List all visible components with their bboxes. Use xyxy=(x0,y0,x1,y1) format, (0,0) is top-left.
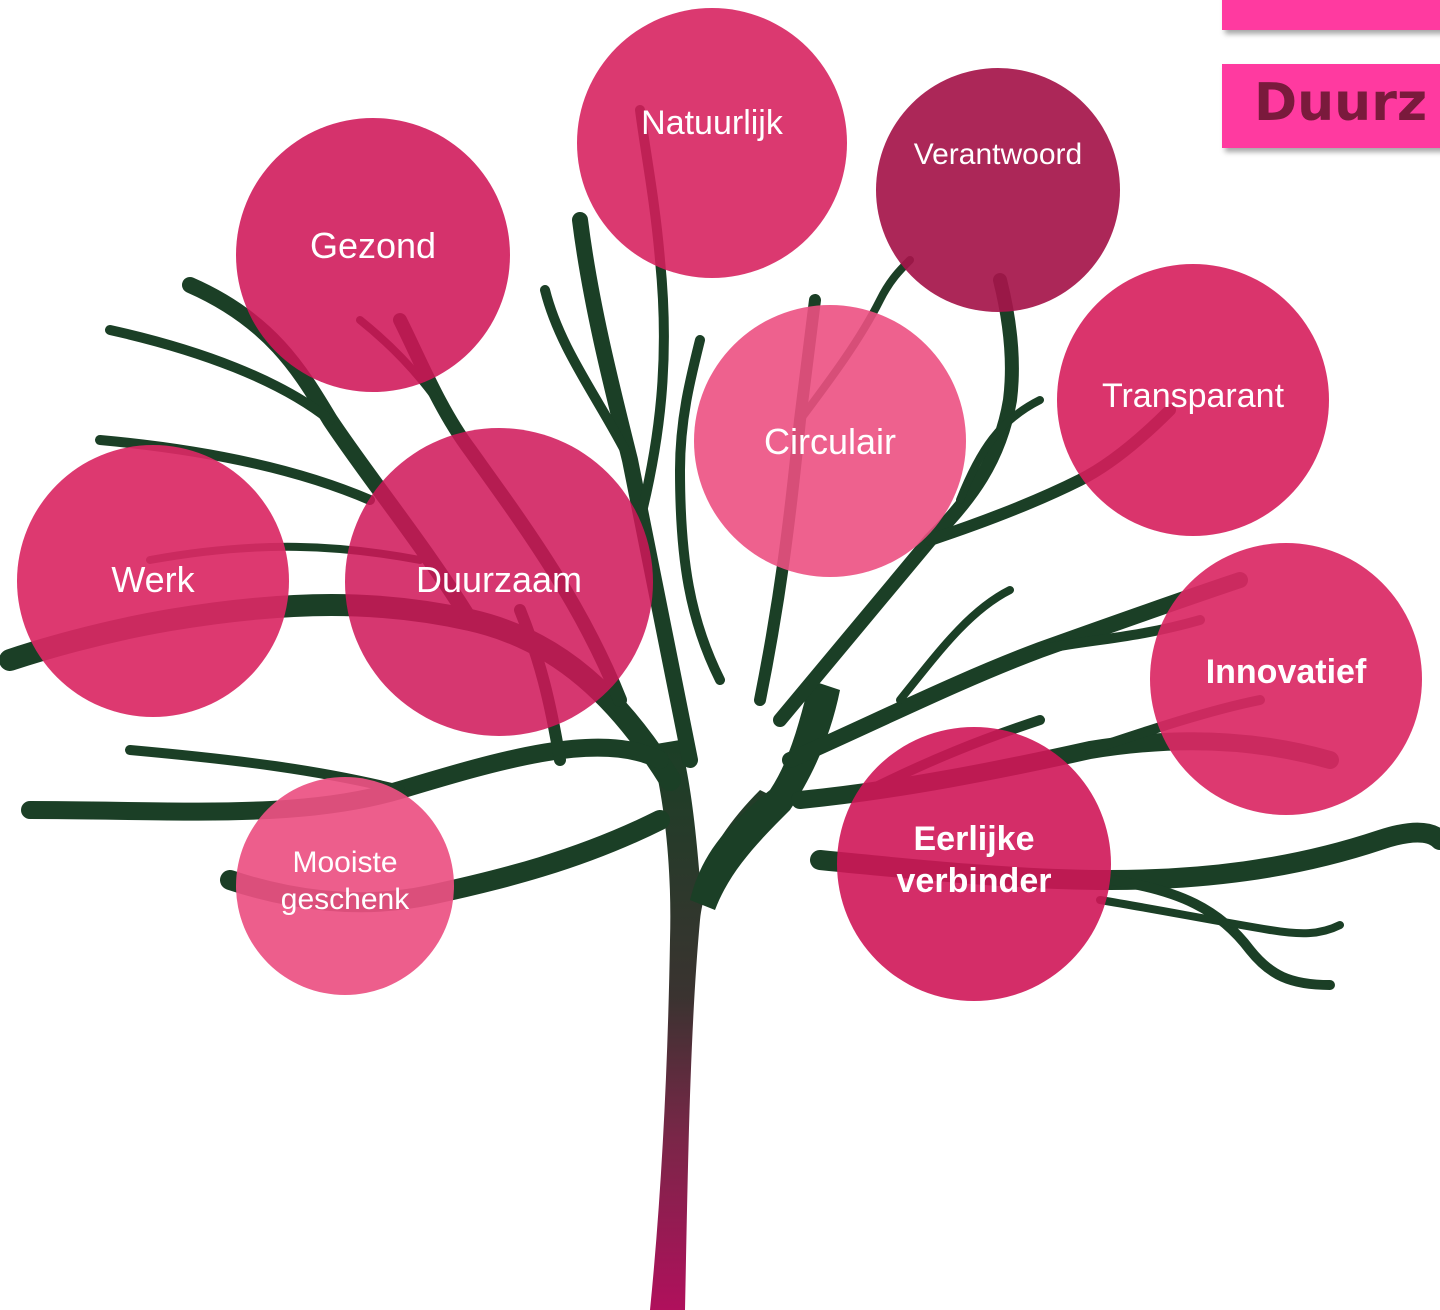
bubble-natuurlijk: Natuurlijk xyxy=(577,8,847,278)
bubble-label: Gezond xyxy=(309,224,437,266)
header-banner-bar xyxy=(1222,0,1440,30)
bubble-werk: Werk xyxy=(17,445,289,717)
bubble-label: Innovatief xyxy=(1205,652,1367,691)
bubble-label: Werk xyxy=(111,558,195,600)
bubble-gezond: Gezond xyxy=(236,118,510,392)
bubble-duurzaam: Duurzaam xyxy=(345,428,653,736)
page-title: Duurz xyxy=(1254,73,1428,133)
bubble-transparant: Transparant xyxy=(1057,264,1329,536)
bubble-eerlijke-verbinder: Eerlijke verbinder xyxy=(837,727,1111,1001)
bubble-label: Eerlijke verbinder xyxy=(896,819,1052,901)
bubble-label: Duurzaam xyxy=(415,558,583,600)
bubble-label: Mooiste geschenk xyxy=(280,845,410,917)
bubble-verantwoord: Verantwoord xyxy=(876,68,1120,312)
bubble-label: Transparant xyxy=(1101,376,1285,415)
bubble-circulair: Circulair xyxy=(694,305,966,577)
bubble-mooiste-geschenk: Mooiste geschenk xyxy=(236,777,454,995)
tree-trunk xyxy=(650,740,780,1310)
bubble-label: Natuurlijk xyxy=(641,103,783,142)
bubble-innovatief: Innovatief xyxy=(1150,543,1422,815)
title-banner: Duurz xyxy=(1222,64,1440,148)
bubble-label: Verantwoord xyxy=(913,138,1083,172)
bubble-label: Circulair xyxy=(763,420,896,462)
